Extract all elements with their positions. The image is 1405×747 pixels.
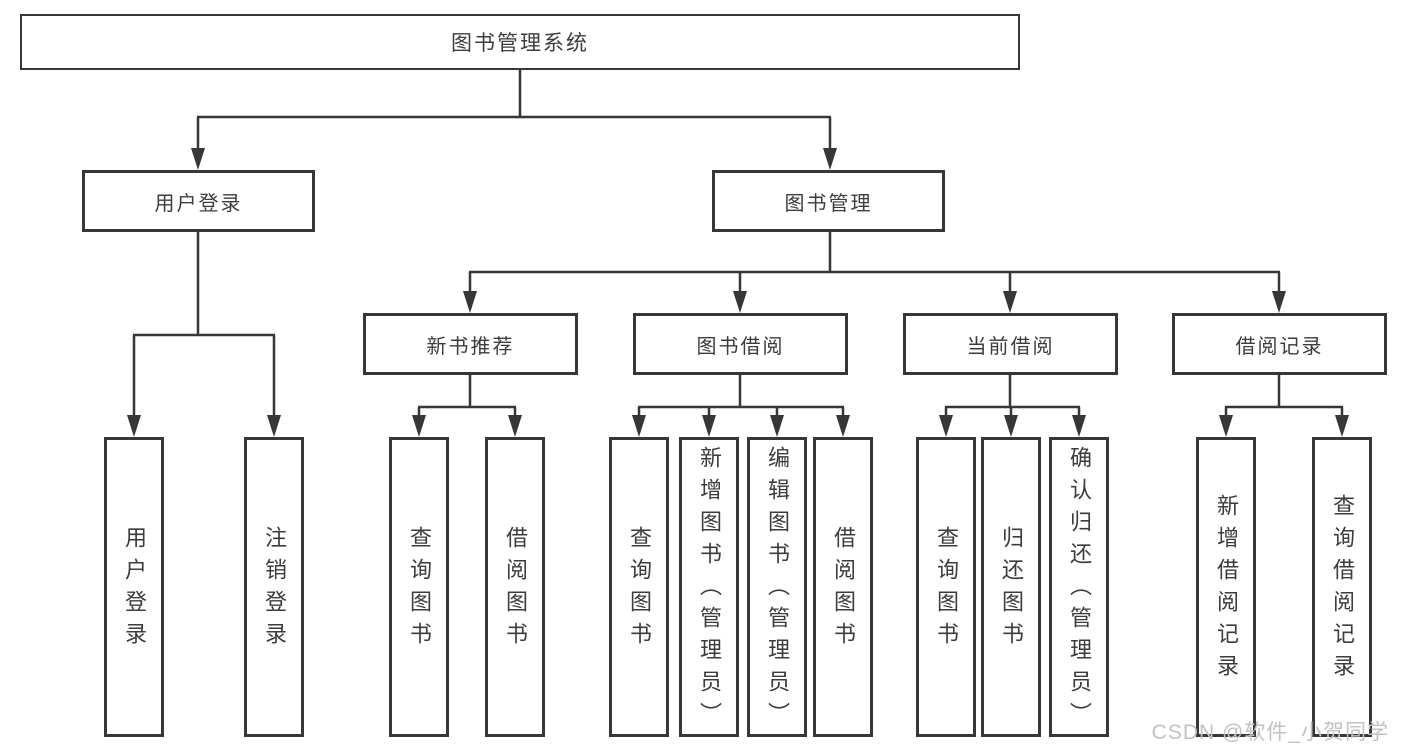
node-book-borrow: 图书借阅 (633, 313, 848, 375)
arrowhead (267, 415, 281, 437)
arrowhead (836, 415, 850, 437)
arrowhead (1003, 291, 1017, 313)
leaf-user-login: 用户登录 (104, 437, 164, 737)
arrowhead (702, 415, 716, 437)
arrowhead (823, 148, 837, 170)
csdn-watermark: CSDN @软件_小贺同学 (1151, 721, 1389, 744)
arrowhead (191, 148, 205, 170)
arrowhead (770, 415, 784, 437)
leaf-query-books-borrow: 查询图书 (609, 437, 669, 737)
leaf-logout: 注销登录 (244, 437, 304, 737)
node-current-borrow: 当前借阅 (903, 313, 1118, 375)
node-library-management-system: 图书管理系统 (20, 14, 1020, 70)
arrowhead (463, 291, 477, 313)
leaf-edit-books-admin: 编辑图书（管理员） (747, 437, 807, 737)
arrowhead (1219, 415, 1233, 437)
leaf-query-borrow-record: 查询借阅记录 (1312, 437, 1372, 737)
leaf-add-borrow-record: 新增借阅记录 (1196, 437, 1256, 737)
arrowhead (632, 415, 646, 437)
arrowhead (1335, 415, 1349, 437)
arrowhead (412, 415, 426, 437)
leaf-query-books-recommend: 查询图书 (389, 437, 449, 737)
arrowhead (508, 415, 522, 437)
arrowhead (1004, 415, 1018, 437)
leaf-borrow-books: 借阅图书 (813, 437, 873, 737)
leaf-query-books-current: 查询图书 (916, 437, 976, 737)
leaf-return-books: 归还图书 (981, 437, 1041, 737)
node-book-management: 图书管理 (712, 170, 945, 232)
leaf-confirm-return-admin: 确认归还（管理员） (1049, 437, 1109, 737)
arrowhead (939, 415, 953, 437)
leaf-borrow-books-recommend: 借阅图书 (485, 437, 545, 737)
node-new-book-recommend: 新书推荐 (363, 313, 578, 375)
arrowhead (1272, 291, 1286, 313)
arrowhead (733, 291, 747, 313)
node-user-login: 用户登录 (82, 170, 315, 232)
arrowhead (127, 415, 141, 437)
leaf-add-books-admin: 新增图书（管理员） (679, 437, 739, 737)
arrowhead (1072, 415, 1086, 437)
node-borrow-records: 借阅记录 (1172, 313, 1387, 375)
